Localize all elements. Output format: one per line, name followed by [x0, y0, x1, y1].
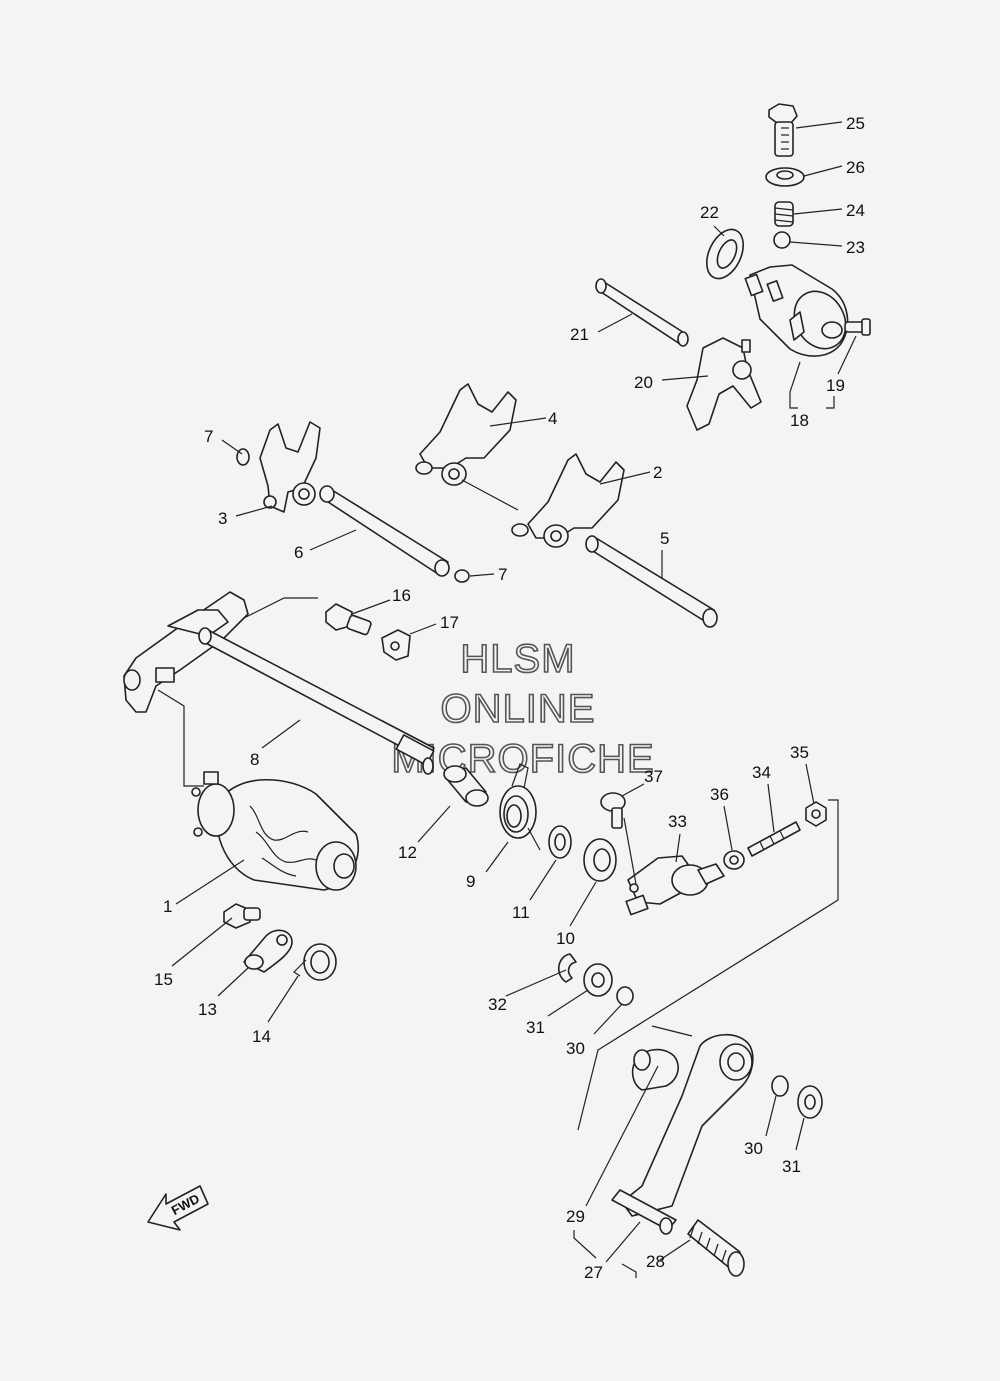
part-21-guide-bar[interactable] [595, 278, 689, 347]
leader-drum-link [157, 689, 204, 787]
callout-29[interactable]: 29 [566, 1207, 585, 1226]
callout-12[interactable]: 12 [398, 843, 417, 862]
part-31-washer-lower[interactable] [797, 1085, 823, 1119]
leader-fork-link [461, 479, 519, 511]
part-36-nut[interactable] [723, 850, 745, 870]
part-16-bolt[interactable] [325, 603, 372, 636]
callout-7-upper[interactable]: 7 [204, 427, 213, 446]
callout-3[interactable]: 3 [218, 509, 227, 528]
callout-31-upper[interactable]: 31 [526, 1018, 545, 1037]
callout-30-lower[interactable]: 30 [744, 1139, 763, 1158]
part-37-bolt[interactable] [600, 792, 626, 829]
callout-4[interactable]: 4 [548, 409, 557, 428]
callout-26[interactable]: 26 [846, 158, 865, 177]
leader-pedal-pivot [651, 1025, 693, 1037]
callout-9[interactable]: 9 [466, 872, 475, 891]
callout-31-lower[interactable]: 31 [782, 1157, 801, 1176]
callout-21[interactable]: 21 [570, 325, 589, 344]
callout-35[interactable]: 35 [790, 743, 809, 762]
part-15-bolt[interactable] [223, 903, 261, 929]
callout-13[interactable]: 13 [198, 1000, 217, 1019]
watermark-line-2: ONLINE [441, 687, 596, 731]
part-32-circlip[interactable] [558, 953, 577, 983]
part-30-o-ring-lower[interactable] [771, 1075, 789, 1097]
part-24-spring[interactable] [774, 201, 794, 227]
part-28-pedal-rubber[interactable] [687, 1219, 745, 1277]
callout-6[interactable]: 6 [294, 543, 303, 562]
callout-10[interactable]: 10 [556, 929, 575, 948]
callout-16[interactable]: 16 [392, 586, 411, 605]
callout-36[interactable]: 36 [710, 785, 729, 804]
part-8-shift-shaft[interactable] [123, 591, 435, 775]
callout-33[interactable]: 33 [668, 812, 687, 831]
part-34-tie-rod[interactable] [747, 821, 801, 857]
part-7-circlip-lower[interactable] [454, 569, 470, 583]
callout-25[interactable]: 25 [846, 114, 865, 133]
part-23-ball[interactable] [773, 231, 791, 249]
callout-1[interactable]: 1 [163, 897, 172, 916]
part-25-bolt[interactable] [768, 103, 798, 157]
watermark-line-3: MICROFICHE [391, 737, 654, 781]
part-35-nut[interactable] [805, 801, 827, 827]
callout-22[interactable]: 22 [700, 203, 719, 222]
part-5-guide-bar[interactable] [585, 535, 718, 628]
part-10-oil-seal[interactable] [583, 838, 617, 882]
part-22-oil-seal[interactable] [700, 224, 751, 285]
part-12-collar[interactable] [443, 765, 489, 807]
callout-30-upper[interactable]: 30 [566, 1039, 585, 1058]
callout-28[interactable]: 28 [646, 1252, 665, 1271]
part-6-guide-bar[interactable] [319, 485, 450, 577]
callout-18[interactable]: 18 [790, 411, 809, 430]
callout-32[interactable]: 32 [488, 995, 507, 1014]
part-31-washer-upper[interactable] [583, 963, 613, 997]
callout-37[interactable]: 37 [644, 767, 663, 786]
callout-leaders [171, 121, 857, 1278]
callout-11[interactable]: 11 [512, 903, 530, 922]
part-17-lock-plate[interactable] [381, 629, 411, 661]
part-30-o-ring-upper[interactable] [616, 986, 634, 1006]
part-13-plate[interactable] [243, 929, 293, 973]
leader-16-shaft [243, 597, 318, 619]
part-18-drum-segment[interactable] [744, 264, 856, 358]
watermark-line-1: HLSM [460, 637, 575, 681]
part-26-washer[interactable] [765, 167, 805, 187]
callout-7-lower[interactable]: 7 [498, 565, 507, 584]
callout-23[interactable]: 23 [846, 238, 865, 257]
callout-27[interactable]: 27 [584, 1263, 603, 1282]
part-3-shift-fork[interactable] [259, 421, 321, 513]
part-9-return-spring[interactable] [499, 763, 541, 851]
part-33-shift-arm[interactable] [625, 855, 725, 916]
callout-14[interactable]: 14 [252, 1027, 271, 1046]
callout-34[interactable]: 34 [752, 763, 771, 782]
callout-15[interactable]: 15 [154, 970, 173, 989]
callout-19[interactable]: 19 [826, 376, 845, 395]
callout-2[interactable]: 2 [653, 463, 662, 482]
part-4-shift-fork[interactable] [415, 383, 517, 486]
forward-arrow-icon: FWD [147, 1185, 209, 1231]
part-1-shift-drum[interactable] [191, 771, 360, 891]
callout-5[interactable]: 5 [660, 529, 669, 548]
callout-17[interactable]: 17 [440, 613, 459, 632]
callout-20[interactable]: 20 [634, 373, 653, 392]
watermark: HLSM ONLINE MICROFICHE [391, 636, 655, 782]
part-29-shift-pedal[interactable] [611, 1034, 754, 1235]
part-11-washer[interactable] [548, 825, 572, 859]
part-20-shift-fork[interactable] [686, 337, 762, 431]
part-19-pin[interactable] [844, 318, 871, 336]
part-2-shift-fork[interactable] [511, 453, 625, 548]
callout-24[interactable]: 24 [846, 201, 865, 220]
callout-8[interactable]: 8 [250, 750, 259, 769]
callout-labels: 25 26 24 23 22 21 20 19 18 4 2 7 3 6 7 5… [154, 114, 865, 1282]
leader-pedal-link [577, 799, 839, 1131]
part-14-spring[interactable] [293, 943, 337, 981]
